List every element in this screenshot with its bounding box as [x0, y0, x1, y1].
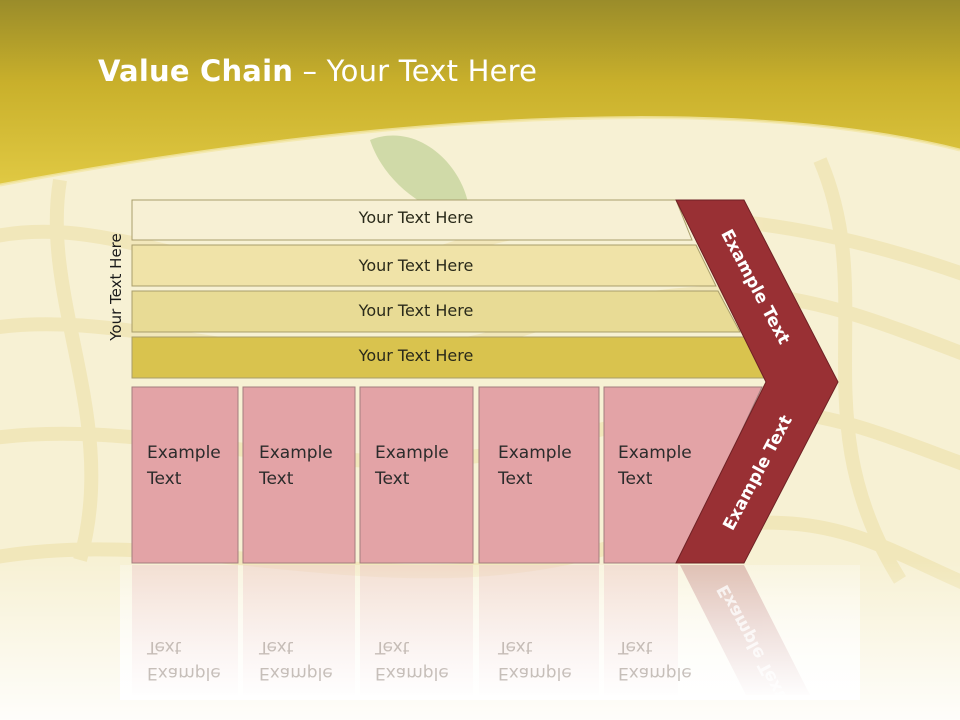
- box-1-label: Example Text: [147, 443, 221, 489]
- chevron-arrow: [675, 199, 839, 564]
- box-3-label: Example Text: [375, 443, 449, 489]
- box-1: [131, 386, 239, 564]
- bar-3-label: Your Text Here: [358, 301, 474, 320]
- bar-1-label: Your Text Here: [358, 208, 474, 227]
- bar-2: [131, 244, 717, 287]
- box-2-label: Example Text: [259, 443, 333, 489]
- box-5-label: Example Text: [618, 443, 692, 489]
- bar-3: [131, 290, 741, 333]
- bar-1: [131, 199, 693, 241]
- box-5-reflection: Example Text: [618, 637, 692, 683]
- bar-2-label: Your Text Here: [358, 256, 474, 275]
- box-1-reflection: Example Text: [147, 637, 221, 683]
- box-3-reflection: Example Text: [375, 637, 449, 683]
- box-2-reflection: Example Text: [259, 637, 333, 683]
- box-2: [242, 386, 356, 564]
- slide-title: Value Chain – Your Text Here: [98, 54, 538, 88]
- box-4-reflection: Example Text: [498, 637, 572, 683]
- box-3: [359, 386, 474, 564]
- box-4-label: Example Text: [498, 443, 572, 489]
- box-4: [478, 386, 600, 564]
- bar-4-label: Your Text Here: [358, 346, 474, 365]
